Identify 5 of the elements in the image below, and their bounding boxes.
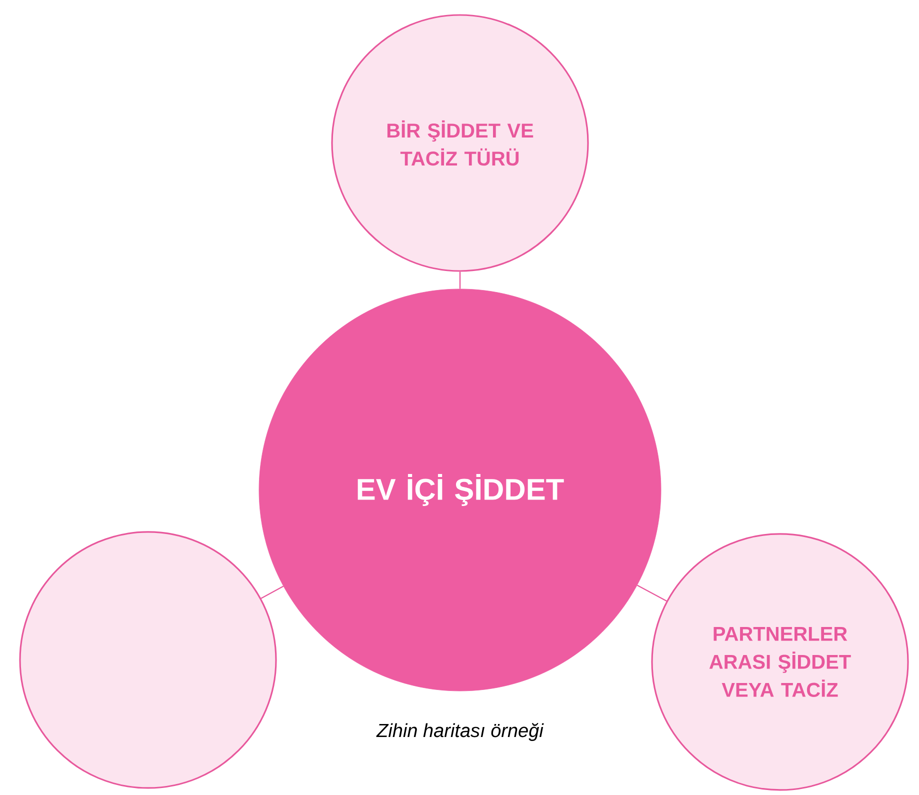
- connector-line: [260, 586, 284, 599]
- caption: Zihin haritası örneği: [376, 723, 544, 741]
- connector-line: [636, 584, 667, 602]
- empty-circle: [19, 531, 277, 789]
- connector-line: [459, 272, 461, 289]
